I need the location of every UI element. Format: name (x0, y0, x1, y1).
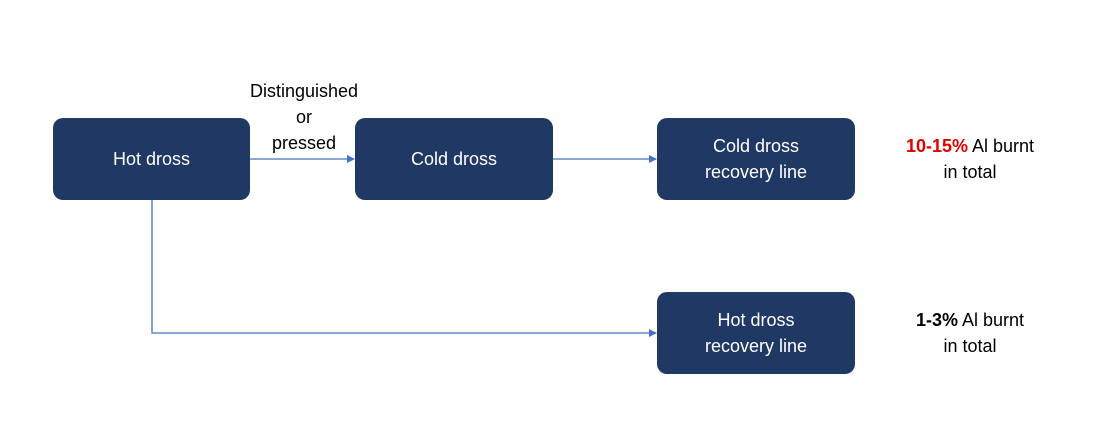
note-cold-text-1: Al burnt (968, 136, 1035, 156)
note-cold-burn-rate: 10-15% Al burnt in total (870, 133, 1070, 185)
node-cold-dross-recovery-line: Cold dross recovery line (657, 118, 855, 200)
node-hot-dross-recovery-line: Hot dross recovery line (657, 292, 855, 374)
edge-label-distinguished-or-pressed: Distinguished or pressed (232, 78, 376, 156)
note-cold-line-1: 10-15% Al burnt (870, 133, 1070, 159)
note-hot-text-1: Al burnt (957, 310, 1025, 330)
note-cold-percent: 10-15% (905, 136, 968, 156)
note-hot-line-1: 1-3% Al burnt (870, 307, 1070, 333)
node-hot-dross: Hot dross (53, 118, 250, 200)
edge-label-line-3: pressed (271, 133, 337, 153)
note-hot-burn-rate: 1-3% Al burnt in total (870, 307, 1070, 359)
edge-label-line-2: or (295, 107, 312, 127)
node-cold-dross: Cold dross (355, 118, 553, 200)
note-cold-text-2: in total (943, 162, 997, 182)
note-hot-percent: 1-3% (915, 310, 958, 330)
edge-label-line-1: Distinguished (249, 81, 359, 101)
arrow-hot-to-hot-recovery (151, 200, 657, 337)
note-hot-text-2: in total (943, 336, 997, 356)
